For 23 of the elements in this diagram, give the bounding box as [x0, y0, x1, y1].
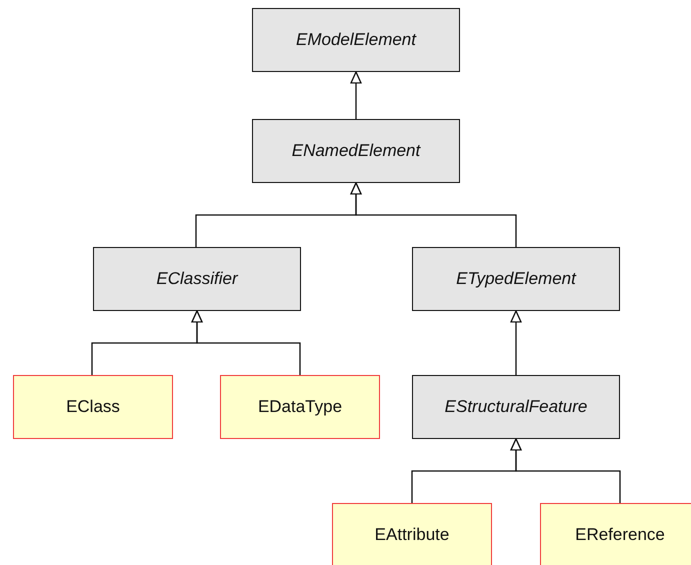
- class-name: EClassifier: [156, 269, 238, 289]
- inheritance-arrow: [510, 310, 522, 375]
- class-box: [332, 503, 492, 565]
- abstract-class-box: [412, 375, 620, 439]
- class-name: EDataType: [258, 397, 342, 417]
- inheritance-arrow: [510, 438, 621, 503]
- class-name: EReference: [575, 525, 665, 545]
- class-name: EAttribute: [374, 525, 450, 545]
- inheritance-arrow: [350, 182, 517, 247]
- class-name: ENamedElement: [292, 141, 420, 161]
- abstract-class-box: [252, 8, 460, 72]
- abstract-class-box: [93, 247, 301, 311]
- abstract-class-box: [252, 119, 460, 183]
- class-name: EModelElement: [296, 30, 416, 50]
- class-box: [540, 503, 691, 565]
- class-box: [220, 375, 380, 439]
- inheritance-arrow: [191, 310, 301, 375]
- class-name: EClass: [66, 397, 120, 417]
- inheritance-arrow: [350, 71, 362, 119]
- class-name: EStructuralFeature: [444, 397, 588, 417]
- class-name: ETypedElement: [456, 269, 576, 289]
- abstract-class-box: [412, 247, 620, 311]
- class-box: [13, 375, 173, 439]
